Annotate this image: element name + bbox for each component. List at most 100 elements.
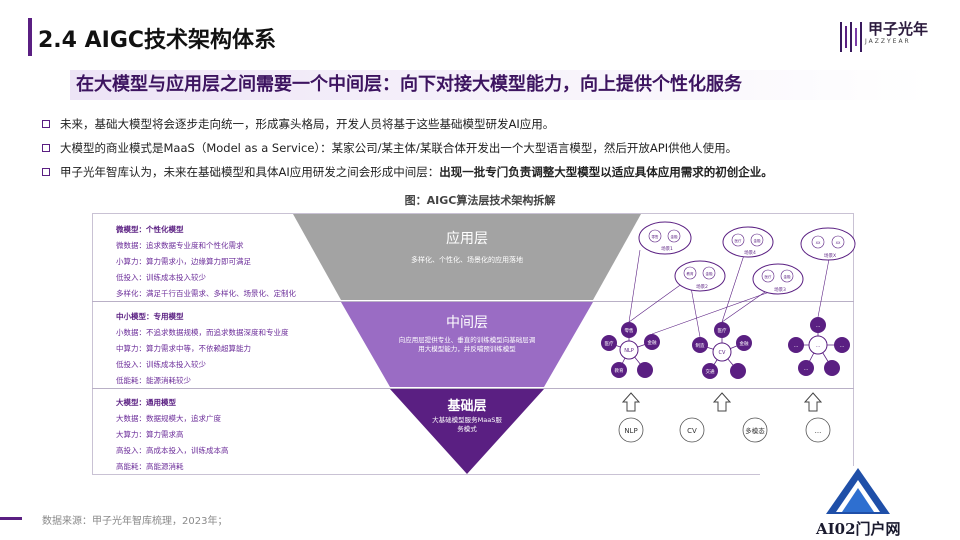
bullet-bold-text: 出现一批专门负责调整大型模型以适应具体应用需求的初创企业。 bbox=[439, 165, 773, 179]
bullet-list: 未来，基础大模型将会逐步走向统一，形成寡头格局，开发人员将基于这些基础模型研发A… bbox=[42, 112, 942, 184]
app-cluster: 零售 金融 场景1 bbox=[638, 221, 692, 255]
mid-node-label: 金融 bbox=[740, 340, 749, 347]
mid-node bbox=[834, 337, 850, 353]
layer-desc-box: 大基础模型服务MaaS服务模式 bbox=[432, 416, 502, 433]
up-arrow-icon bbox=[621, 392, 641, 412]
mid-hub-label: NLP bbox=[624, 348, 634, 354]
app-node-label: 零售 bbox=[652, 234, 660, 239]
bullet-text: 大模型的商业模式是MaaS（Model as a Service）：某家公司/某… bbox=[60, 141, 738, 155]
base-model-node bbox=[742, 417, 768, 443]
brand-name: 甲子光年 bbox=[868, 20, 929, 38]
app-cluster-label: 场景X bbox=[824, 252, 836, 259]
mid-node bbox=[788, 337, 804, 353]
mid-hub bbox=[808, 335, 828, 355]
layer-item: 大数据：数据规模大，追求广度 bbox=[116, 414, 221, 423]
mid-node bbox=[692, 337, 708, 353]
layer-item: 多样化：满足千行百业需求、多样化、场景化、定制化 bbox=[116, 289, 296, 298]
row-divider bbox=[92, 388, 854, 389]
up-arrow-icon bbox=[712, 392, 732, 412]
layer-item: 高投入：高成本投入，训练成本高 bbox=[116, 446, 229, 455]
app-cluster: 医疗 金融 场景3 bbox=[752, 263, 804, 295]
layer-heading: 微模型：个性化模型 bbox=[116, 225, 184, 234]
layer-description-base: 大模型：通用模型 大数据：数据规模大，追求广度 大算力：算力需求高 高投入：高成… bbox=[116, 395, 229, 475]
mid-hub bbox=[619, 340, 639, 360]
architecture-panel bbox=[92, 213, 854, 475]
base-model-label: NLP bbox=[624, 427, 637, 435]
page-subtitle: 在大模型与应用层之间需要一个中间层：向下对接大模型能力，向上提供个性化服务 bbox=[70, 70, 930, 100]
mid-node bbox=[702, 363, 718, 379]
brand-logo-icon bbox=[840, 22, 862, 52]
watermark-badge: AI02门户网 bbox=[760, 466, 960, 540]
layer-description-top: 微模型：个性化模型 微数据：追求数据专业度和个性化需求 小算力：算力需求小，边缘… bbox=[116, 222, 296, 302]
badge-text: AI02门户网 bbox=[816, 520, 901, 538]
mid-node-label: ... bbox=[794, 343, 799, 349]
mid-node bbox=[824, 360, 840, 376]
up-arrow-icon bbox=[803, 392, 823, 412]
app-node-label: 金融 bbox=[706, 271, 714, 276]
bullet-item: 未来，基础大模型将会逐步走向统一，形成寡头格局，开发人员将基于这些基础模型研发A… bbox=[42, 112, 942, 136]
layer-item: 低投入：训练成本投入较少 bbox=[116, 360, 206, 369]
mid-node bbox=[637, 362, 653, 378]
layer-name: 应用层 bbox=[446, 230, 488, 247]
mid-node-label: ... bbox=[816, 323, 821, 329]
figure-title: 图：AIGC算法层技术架构拆解 bbox=[404, 194, 556, 207]
app-node-label: XX bbox=[816, 241, 821, 245]
row-divider bbox=[92, 301, 854, 302]
mid-node-label: ... bbox=[804, 366, 809, 372]
layer-item: 低能耗：能源消耗较少 bbox=[116, 376, 191, 385]
mid-node-label: 制造 bbox=[696, 342, 705, 349]
mid-hub bbox=[712, 342, 732, 362]
mid-nodes-nlp: 零售 金融 医疗 教育 NLP bbox=[601, 322, 660, 378]
mid-node bbox=[810, 317, 826, 333]
bullet-square-icon bbox=[42, 168, 50, 176]
layer-name: 基础层 bbox=[446, 398, 486, 414]
footer-accent-line bbox=[0, 517, 22, 520]
mid-node bbox=[736, 335, 752, 351]
brand-logo: 甲子光年 JAZZYEAR bbox=[838, 20, 928, 54]
base-layer-shape bbox=[390, 389, 544, 474]
data-source: 数据来源：甲子光年智库梳理，2023年； bbox=[42, 516, 228, 527]
layer-desc: 多样化、个性化、场景化的应用落地 bbox=[411, 255, 523, 264]
app-cluster: 医疗 金融 场景4 bbox=[722, 226, 774, 258]
mid-node bbox=[798, 360, 814, 376]
title-accent-bar bbox=[28, 18, 32, 56]
layer-item: 低投入：训练成本投入较少 bbox=[116, 273, 206, 282]
layer-desc: 大基础模型服务MaaS服务模式 bbox=[432, 416, 502, 433]
mid-node-label: 医疗 bbox=[605, 340, 614, 347]
app-node-label: 医疗 bbox=[765, 274, 773, 279]
layer-item: 中算力：算力需求中等，不依赖超算能力 bbox=[116, 344, 251, 353]
app-node-label: 金融 bbox=[754, 238, 762, 243]
app-cluster-label: 场景1 bbox=[661, 245, 673, 252]
base-model-node bbox=[805, 417, 831, 443]
mid-hub-label: ... bbox=[816, 343, 821, 349]
mid-node bbox=[644, 334, 660, 350]
mid-node bbox=[730, 363, 746, 379]
bullet-item: 大模型的商业模式是MaaS（Model as a Service）：某家公司/某… bbox=[42, 136, 942, 160]
base-model-label: 多模态 bbox=[745, 426, 765, 435]
mid-nodes-cv: 医疗 金融 制造 交通 CV bbox=[692, 322, 752, 379]
layer-item: 高能耗：高能源消耗 bbox=[116, 462, 184, 471]
mid-node-label: 金融 bbox=[648, 339, 657, 346]
app-node-label: 金融 bbox=[784, 274, 792, 279]
layer-item: 微数据：追求数据专业度和个性化需求 bbox=[116, 241, 244, 250]
layer-item: 小数据：不追求数据规模，而追求数据深度和专业度 bbox=[116, 328, 289, 337]
layer-desc-box: 向应用层提供专业、垂直的训练模型向基础层调用大模型能力，并反哺预训练模型 bbox=[399, 336, 536, 353]
layer-heading: 大模型：通用模型 bbox=[116, 398, 176, 407]
app-cluster-label: 场景2 bbox=[696, 283, 708, 290]
app-cluster: 教育 金融 场景2 bbox=[674, 260, 726, 292]
app-cluster-label: 场景3 bbox=[774, 286, 786, 293]
mid-node bbox=[714, 322, 730, 338]
app-node-label: 医疗 bbox=[735, 238, 743, 243]
bullet-text: 未来，基础大模型将会逐步走向统一，形成寡头格局，开发人员将基于这些基础模型研发A… bbox=[60, 117, 555, 131]
mid-node bbox=[601, 335, 617, 351]
mid-node bbox=[621, 322, 637, 338]
mid-nodes-other: ... ... ... ... ... bbox=[788, 317, 850, 376]
mid-node-label: 医疗 bbox=[718, 327, 727, 334]
layer-item: 大算力：算力需求高 bbox=[116, 430, 184, 439]
base-model-label: ... bbox=[815, 427, 822, 435]
bullet-square-icon bbox=[42, 144, 50, 152]
base-model-node bbox=[679, 417, 705, 443]
base-models: NLP CV 多模态 ... bbox=[618, 417, 831, 443]
base-model-node bbox=[618, 417, 644, 443]
